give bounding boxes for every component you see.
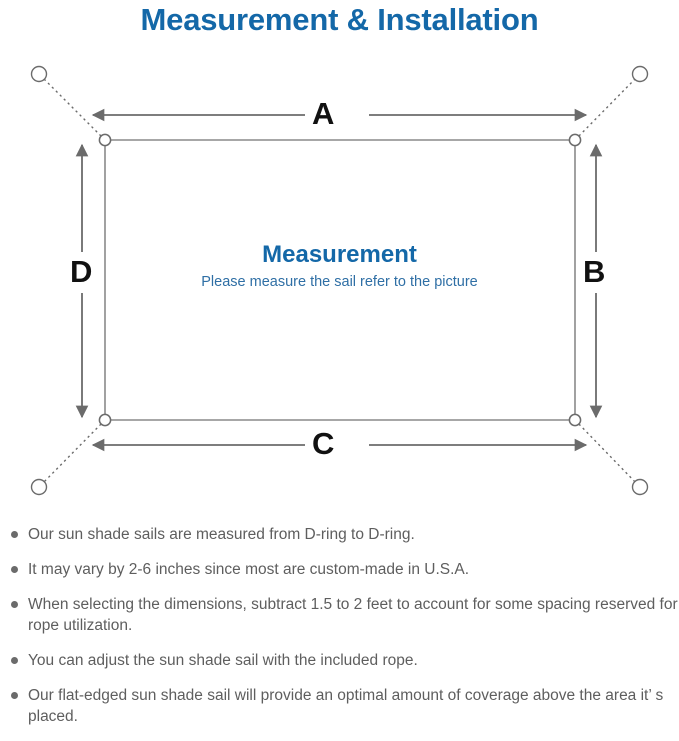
list-item: It may vary by 2-6 inches since most are… (0, 559, 679, 580)
note-text: It may vary by 2-6 inches since most are… (28, 561, 470, 578)
anchor-point-bottom-left (30, 478, 48, 496)
dimension-label-b: B (576, 255, 613, 289)
note-text: Our sun shade sails are measured from D-… (28, 526, 415, 543)
bullet-icon (11, 531, 18, 538)
d-ring-top-right (568, 133, 582, 147)
d-ring-bottom-right (568, 413, 582, 427)
rope-top-left (40, 75, 106, 141)
rope-bottom-left (40, 419, 106, 486)
rope-bottom-right (574, 419, 639, 486)
dimension-label-d: D (63, 255, 100, 289)
bullet-icon (11, 566, 18, 573)
rope-top-right (574, 75, 639, 141)
d-ring-bottom-left (98, 413, 112, 427)
list-item: You can adjust the sun shade sail with t… (0, 650, 679, 671)
note-text: Our flat-edged sun shade sail will provi… (28, 687, 664, 725)
anchor-point-top-left (30, 65, 48, 83)
bullet-icon (11, 692, 18, 699)
bullet-icon (11, 601, 18, 608)
sail-body (104, 139, 576, 421)
page-title: Measurement & Installation (140, 2, 539, 37)
list-item: Our sun shade sails are measured from D-… (0, 524, 679, 545)
anchor-point-bottom-right (631, 478, 649, 496)
list-item: Our flat-edged sun shade sail will provi… (0, 685, 679, 727)
diagram-canvas (30, 65, 649, 496)
notes-list: Our sun shade sails are measured from D-… (0, 524, 679, 741)
note-text: You can adjust the sun shade sail with t… (28, 652, 418, 669)
anchor-point-top-right (631, 65, 649, 83)
bullet-icon (11, 657, 18, 664)
dimension-label-a: A (305, 97, 342, 131)
note-text: When selecting the dimensions, subtract … (28, 596, 678, 634)
d-ring-top-left (98, 133, 112, 147)
list-item: When selecting the dimensions, subtract … (0, 594, 679, 636)
dimension-label-c: C (305, 427, 342, 461)
measurement-diagram: A B C D Measurement Please measure the s… (0, 45, 679, 515)
